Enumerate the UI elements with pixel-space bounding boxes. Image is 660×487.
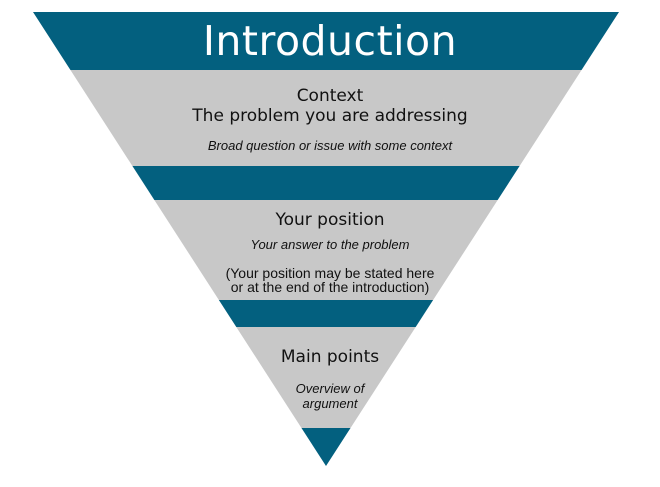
band-context <box>33 70 619 166</box>
band-separator-2 <box>33 300 619 327</box>
main-points-description-line-1: Overview of <box>295 381 365 396</box>
position-description: Your answer to the problem <box>250 237 410 252</box>
context-heading: Context <box>296 86 364 106</box>
position-note-line-1: (Your position may be stated here <box>225 265 435 281</box>
band-separator-1 <box>33 166 619 200</box>
main-points-description-line-2: argument <box>302 396 358 411</box>
position-heading: Your position <box>275 210 385 230</box>
band-tip <box>33 428 619 466</box>
context-description: Broad question or issue with some contex… <box>207 138 453 153</box>
band-title <box>33 12 619 70</box>
position-note-line-2: or at the end of the introduction) <box>230 279 430 295</box>
band-main-points <box>33 327 619 428</box>
diagram-title: Introduction <box>202 17 458 65</box>
context-subheading: The problem you are addressing <box>192 106 468 126</box>
main-points-heading: Main points <box>280 347 380 367</box>
